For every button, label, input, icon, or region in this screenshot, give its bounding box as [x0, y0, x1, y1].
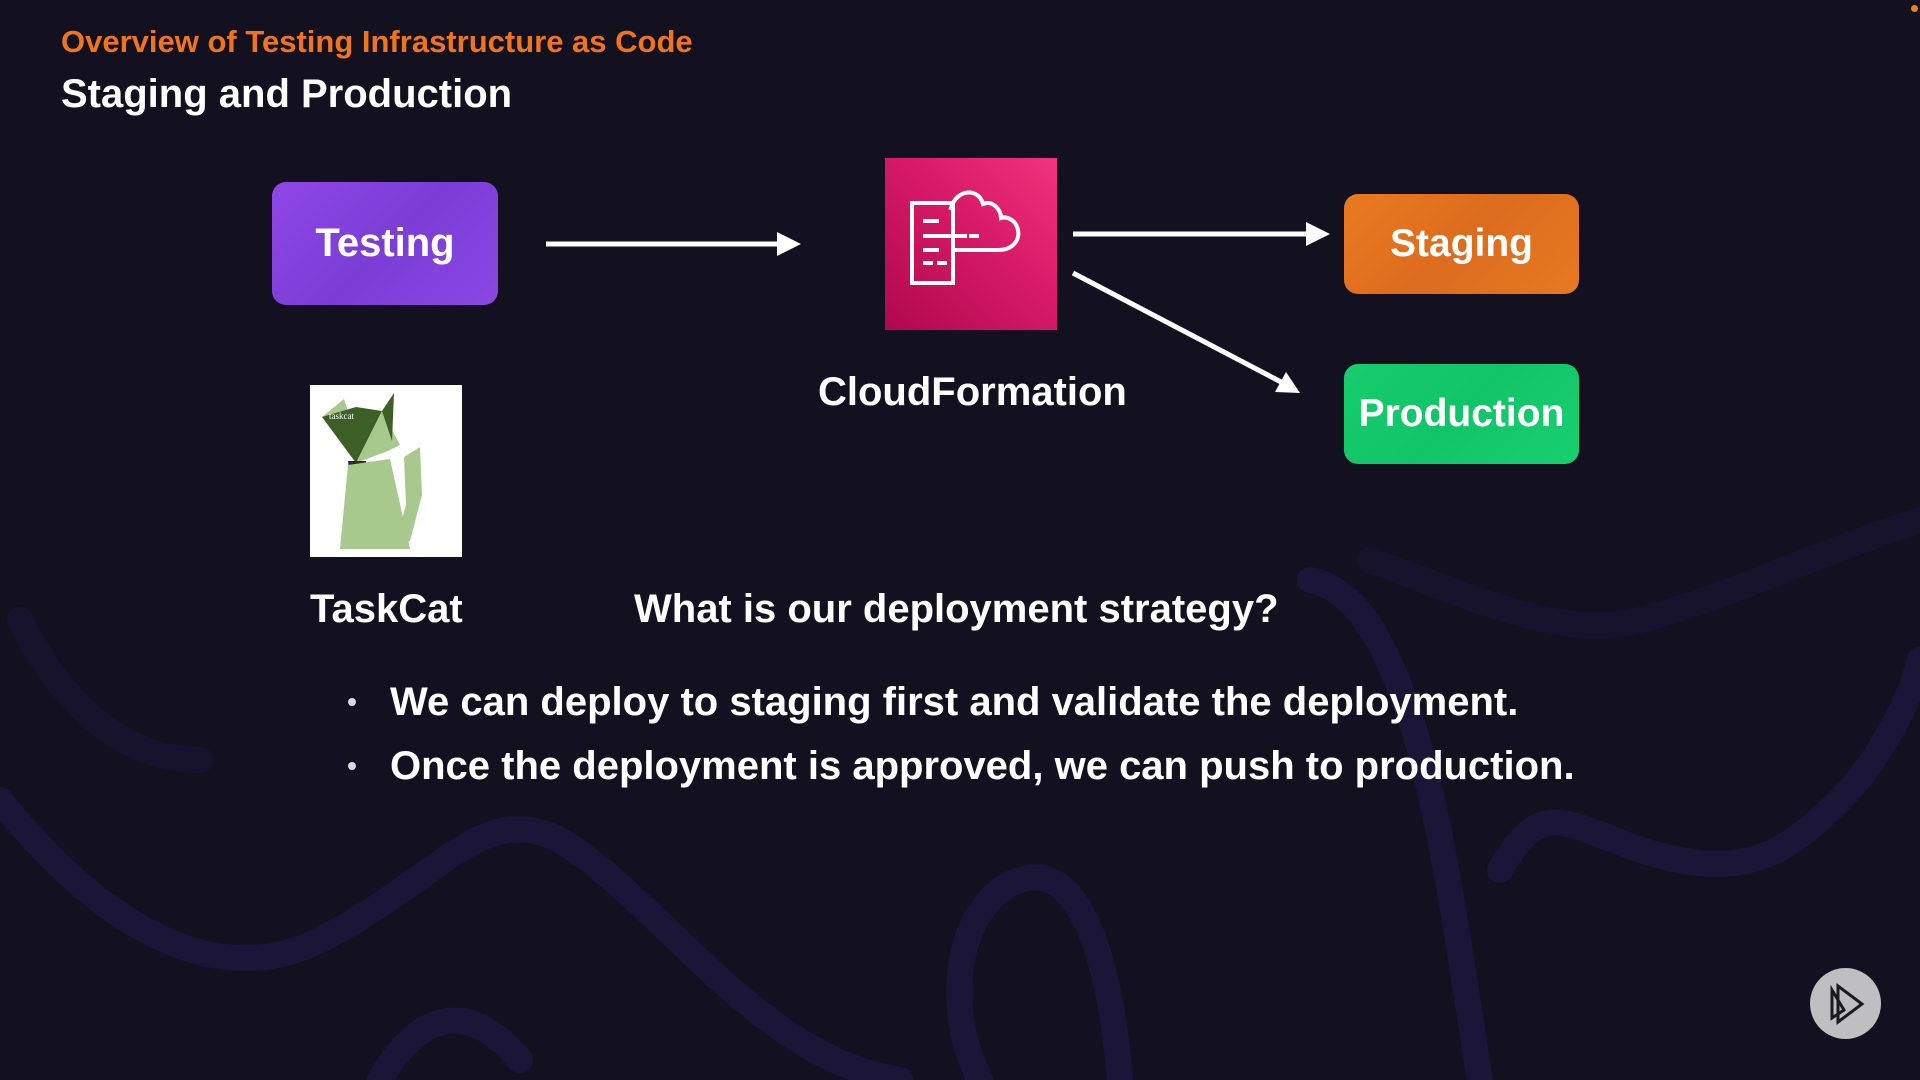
taskcat-logo: taskcat [310, 385, 462, 557]
bullet-text: We can deploy to staging first and valid… [390, 679, 1519, 724]
pluralsight-logo-button[interactable] [1810, 968, 1881, 1039]
bullet-list: We can deploy to staging first and valid… [343, 670, 1575, 798]
staging-label: Staging [1390, 222, 1533, 265]
bullet-item: We can deploy to staging first and valid… [343, 670, 1575, 734]
staging-box: Staging [1344, 194, 1579, 294]
testing-box: Testing [272, 182, 498, 305]
taskcat-label: TaskCat [310, 587, 463, 631]
testing-label: Testing [315, 221, 455, 265]
recording-indicator-dot [1911, 5, 1918, 12]
cloudformation-icon [885, 158, 1057, 330]
play-icon [1830, 982, 1864, 1025]
bullet-dot-icon [348, 698, 356, 706]
question-heading: What is our deployment strategy? [634, 587, 1279, 631]
production-box: Production [1344, 364, 1579, 464]
taskcat-logo-text: taskcat [329, 411, 354, 421]
bullet-dot-icon [348, 762, 356, 770]
production-label: Production [1358, 392, 1565, 435]
bullet-item: Once the deployment is approved, we can … [343, 734, 1575, 798]
slide-title: Staging and Production [61, 72, 513, 116]
bullet-text: Once the deployment is approved, we can … [390, 743, 1575, 788]
slide-subtitle: Overview of Testing Infrastructure as Co… [61, 24, 693, 59]
cloudformation-label: CloudFormation [818, 370, 1127, 414]
